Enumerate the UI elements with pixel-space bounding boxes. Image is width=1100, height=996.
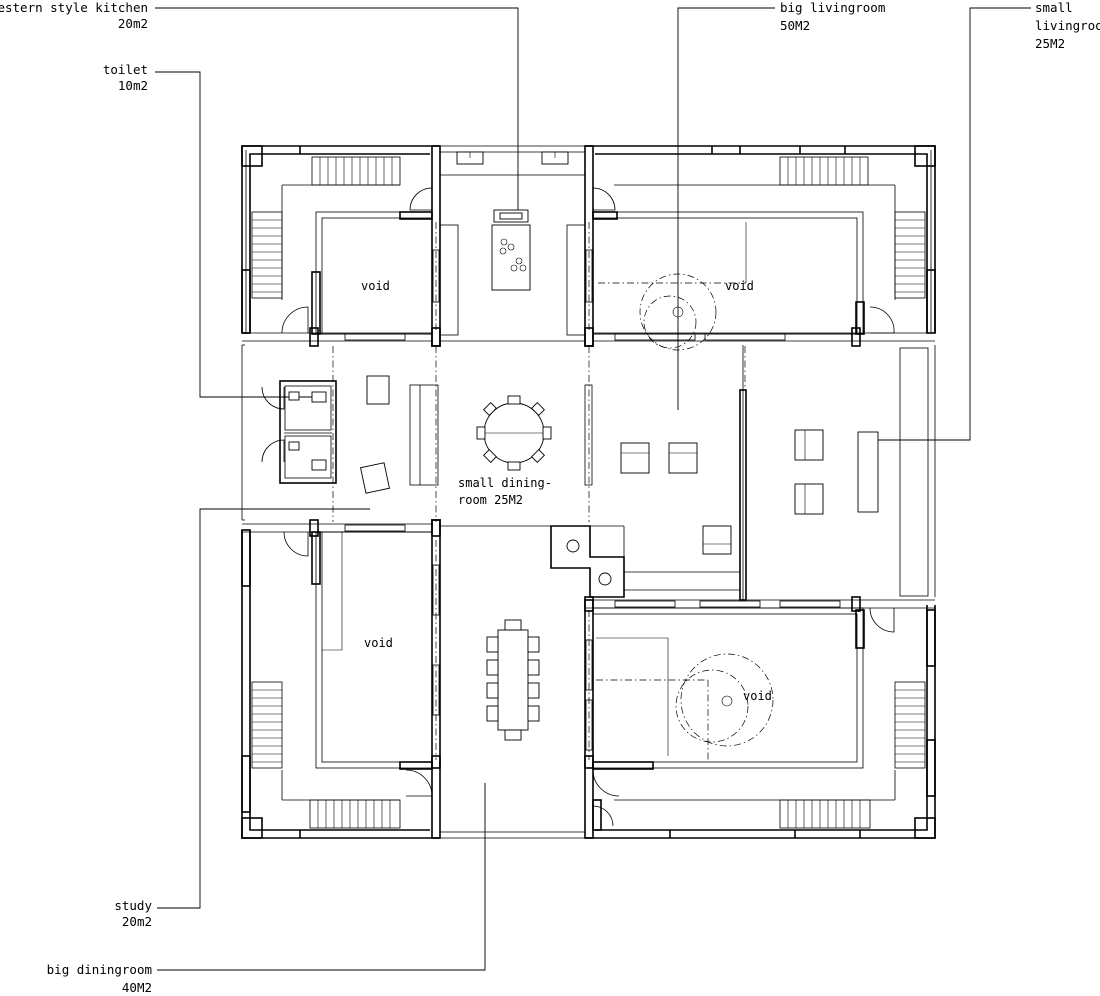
label-toilet-name: toilet (103, 62, 148, 77)
label-toilet-area: 10m2 (118, 78, 148, 93)
label-big-dining-area: 40M2 (122, 980, 152, 995)
label-big-living-name: big livingroom (780, 0, 885, 15)
leader-small-living (864, 7, 1031, 441)
outer-walls (241, 145, 936, 839)
label-kitchen-area: 20m2 (118, 16, 148, 31)
small-dining-line2: room 25M2 (458, 493, 523, 507)
label-small-living-line2: livingroom (1035, 18, 1100, 33)
void-bottom-left: void (364, 636, 393, 650)
room-labels: void void void void small dining- room 2… (361, 279, 772, 703)
axis-lines (332, 222, 746, 760)
big-dining-table (486, 619, 540, 741)
leader-big-living (677, 7, 775, 410)
small-dining-line1: small dining- (458, 476, 552, 490)
void-top-right: void (725, 279, 754, 293)
void-top-left: void (361, 279, 390, 293)
leader-toilet (155, 71, 320, 398)
study-furniture (360, 375, 390, 494)
label-small-livingroom: small livingroom 25M2 (864, 0, 1100, 441)
label-small-living-area: 25M2 (1035, 36, 1065, 51)
label-big-dining-name: big diningroom (47, 962, 152, 977)
label-big-living-area: 50M2 (780, 18, 810, 33)
small-dining-table (476, 395, 552, 471)
label-big-diningroom: big diningroom 40M2 (47, 783, 486, 995)
label-kitchen: western style kitchen 20m2 (0, 0, 519, 218)
label-study-name: study (114, 898, 152, 913)
leader-kitchen (155, 7, 519, 218)
toilet-block (279, 380, 337, 484)
void-markers (322, 222, 774, 760)
label-big-livingroom: big livingroom 50M2 (677, 0, 885, 410)
label-toilet: toilet 10m2 (103, 62, 320, 398)
inner-walls (241, 145, 936, 839)
stairs (251, 156, 926, 829)
label-kitchen-name: western style kitchen (0, 0, 148, 15)
label-small-living-line1: small (1035, 0, 1073, 15)
label-study: study 20m2 (114, 508, 370, 929)
label-study-area: 20m2 (122, 914, 152, 929)
small-living-furniture (794, 429, 879, 515)
void-bottom-right: void (743, 689, 772, 703)
doors (261, 187, 895, 827)
leader-big-dining (157, 783, 486, 971)
kitchen-furniture (439, 151, 586, 336)
big-living-furniture (620, 442, 732, 555)
leader-study (157, 508, 370, 909)
